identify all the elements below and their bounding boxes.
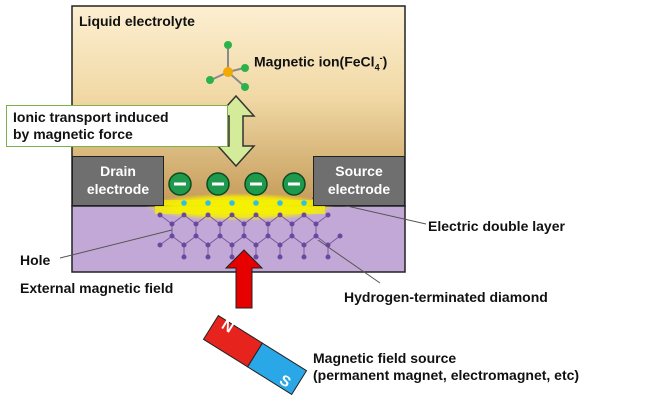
magnetic-ion-close: ) <box>382 53 388 70</box>
ionic-line2: by magnetic force <box>13 126 133 142</box>
edl-band <box>155 200 325 214</box>
fecl4-molecule-icon <box>206 41 249 91</box>
magnet-source-line1: Magnetic field source <box>313 350 457 366</box>
magnetic-ion-text: Magnetic ion(FeCl <box>254 53 375 70</box>
magnetic-ion-sup: - <box>379 53 383 63</box>
ion-row <box>168 172 306 196</box>
magnet-source-line2: (permanent magnet, electromagnet, etc) <box>313 367 580 383</box>
source-label-line2: electrode <box>327 181 391 197</box>
ionic-line1: Ionic transport induced <box>13 109 169 125</box>
electrolyte-label: Liquid electrolyte <box>79 13 195 29</box>
drain-label-line1: Drain <box>100 163 136 179</box>
drain-electrode: Drain electrode <box>72 156 164 206</box>
source-electrode: Source electrode <box>313 156 405 206</box>
magnet-icon <box>202 314 308 396</box>
magnetic-ion-label: Magnetic ion(FeCl4-) <box>254 50 387 76</box>
magnet-source-label: Magnetic field source (permanent magnet,… <box>313 350 579 384</box>
external-field-arrow-icon <box>224 249 264 309</box>
diamond-atoms <box>157 212 343 260</box>
edl-label: Electric double layer <box>428 218 565 234</box>
ionic-transport-callout: Ionic transport induced by magnetic forc… <box>6 105 228 147</box>
hole-label: Hole <box>20 252 51 268</box>
external-field-label: External magnetic field <box>20 280 174 296</box>
drain-label-line2: electrode <box>86 181 150 197</box>
source-label-line1: Source <box>335 163 383 179</box>
magnetic-ion-sub: 4 <box>374 62 380 73</box>
diamond-label: Hydrogen-terminated diamond <box>344 289 548 305</box>
